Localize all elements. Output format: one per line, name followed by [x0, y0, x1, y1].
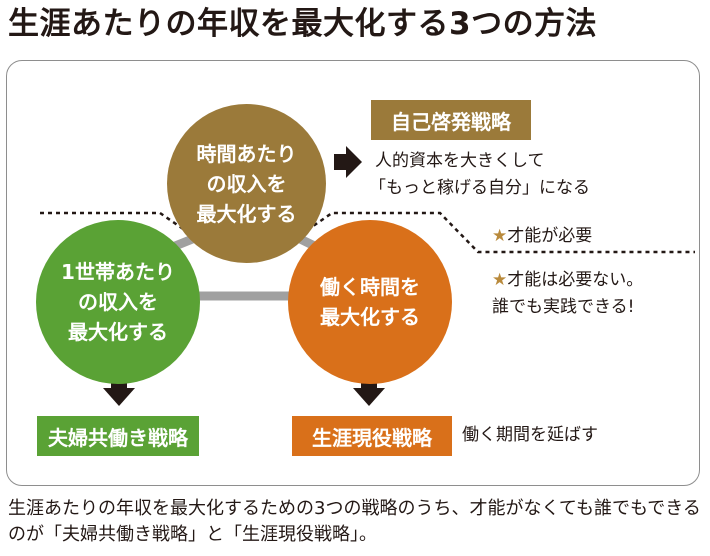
circle-household-income: 1世帯あたり の収入を 最大化する: [36, 220, 200, 384]
note-talent-not-required: ★才能は必要ない。: [492, 270, 644, 290]
self-description-line1: 人的資本を大きくして: [375, 151, 545, 171]
strategy-dual-income: 夫婦共働き戦略: [37, 416, 199, 456]
dotted-separator: [40, 211, 695, 254]
strategy-lifelong-career: 生涯現役戦略: [292, 416, 452, 456]
star-icon: ★: [492, 270, 508, 290]
self-description-line2: 「もっと稼げる自分」になる: [369, 178, 590, 198]
circle-hourly-income: 時間あたり の収入を 最大化する: [167, 104, 326, 263]
circle-working-time: 働く時間を 最大化する: [288, 220, 452, 384]
note-talent-required: ★才能が必要: [492, 226, 593, 246]
strategy-self-development: 自己啓発戦略: [371, 100, 531, 140]
note-anyone-can: 誰でも実践できる!: [492, 297, 635, 317]
career-description: 働く期間を延ばす: [462, 425, 598, 445]
figure-caption: 生涯あたりの年収を最大化するための3つの戦略のうち、才能がなくても誰でもできるの…: [8, 498, 701, 545]
page-title: 生涯あたりの年収を最大化する3つの方法: [8, 6, 598, 42]
star-icon: ★: [492, 226, 508, 246]
arrow-right-icon: [334, 146, 362, 178]
diagram-panel: [6, 60, 700, 486]
